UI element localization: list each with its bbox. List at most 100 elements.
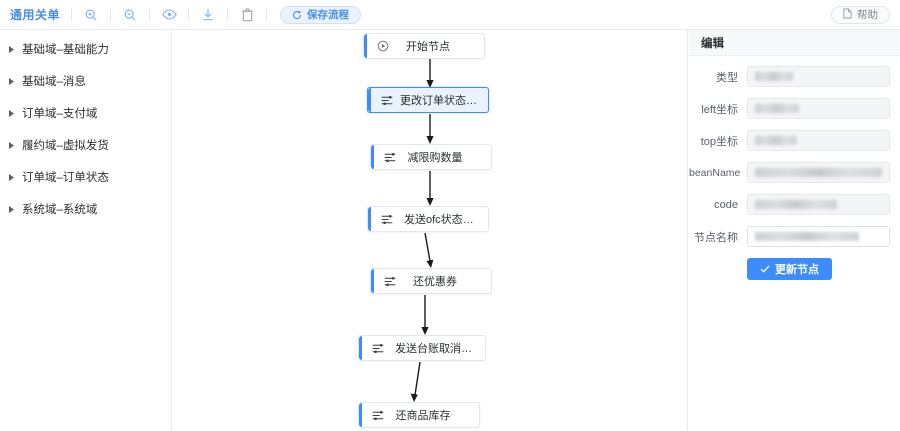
play-circle-icon	[372, 40, 394, 52]
left-coord-input[interactable]	[747, 98, 890, 119]
document-icon	[843, 8, 852, 22]
field-node-name: 节点名称	[689, 226, 890, 247]
download-icon[interactable]	[200, 7, 216, 23]
workflow-title: 通用关单	[10, 8, 61, 22]
sidebar-item-0[interactable]: 基础域–基础能力	[0, 38, 171, 60]
node-settings-icon	[376, 214, 398, 225]
flow-node-label: 开始节点	[406, 41, 450, 53]
sidebar-item-label: 系统域–系统域	[22, 204, 98, 216]
field-label: beanName	[689, 166, 741, 179]
sidebar-item-label: 基础域–消息	[22, 76, 86, 88]
category-sidebar: 基础域–基础能力 基础域–消息 订单域–支付域 履约域–虚拟发货 订单域–订单状…	[0, 30, 172, 431]
flow-node-label: 发送ofc状态消息	[404, 214, 485, 226]
node-name-input[interactable]	[747, 226, 890, 247]
redacted-value	[755, 232, 859, 241]
chevron-right-icon	[8, 45, 15, 54]
node-accent-bar	[364, 34, 367, 58]
field-bean-name: beanName	[689, 162, 890, 183]
flow-canvas[interactable]: 开始节点 更改订单状态为...	[172, 30, 688, 431]
flow-node-selected[interactable]: 更改订单状态为...	[367, 87, 489, 113]
flow-edge	[410, 361, 430, 403]
bean-name-input[interactable]	[747, 162, 890, 183]
top-coord-input[interactable]	[747, 130, 890, 151]
sidebar-item-3[interactable]: 履约域–虚拟发货	[0, 134, 171, 156]
flow-node-label: 更改订单状态为...	[400, 95, 487, 107]
flow-node-label: 还商品库存	[395, 410, 451, 422]
fit-view-icon[interactable]	[161, 7, 177, 23]
toolbar-divider	[188, 8, 190, 21]
top-toolbar: 通用关单	[0, 0, 900, 30]
zoom-in-icon[interactable]	[83, 7, 99, 23]
type-input[interactable]	[747, 66, 890, 87]
redacted-value	[755, 136, 797, 145]
toolbar-divider	[149, 8, 151, 21]
save-flow-button[interactable]: 保存流程	[280, 5, 362, 24]
node-settings-icon	[367, 410, 389, 421]
sidebar-item-4[interactable]: 订单域–订单状态	[0, 166, 171, 188]
chevron-right-icon	[8, 77, 15, 86]
flow-edge	[424, 114, 440, 145]
chevron-right-icon	[8, 109, 15, 118]
flow-node[interactable]: 发送ofc状态消息	[367, 206, 489, 232]
refresh-icon	[292, 10, 302, 20]
check-icon	[760, 265, 770, 273]
update-node-label: 更新节点	[775, 264, 819, 276]
flow-node[interactable]: 发送台账取消通知	[358, 335, 486, 361]
chevron-right-icon	[8, 173, 15, 182]
toolbar-divider	[266, 8, 268, 21]
sidebar-item-label: 履约域–虚拟发货	[22, 140, 109, 152]
save-flow-label: 保存流程	[307, 9, 350, 21]
flow-node-start[interactable]: 开始节点	[363, 33, 485, 59]
help-button[interactable]: 帮助	[831, 5, 890, 24]
flow-edge	[419, 295, 437, 336]
redacted-value	[755, 104, 799, 113]
sidebar-item-2[interactable]: 订单域–支付域	[0, 102, 171, 124]
sidebar-item-label: 订单域–支付域	[22, 108, 98, 120]
node-accent-bar	[371, 269, 374, 293]
node-settings-icon	[367, 343, 389, 354]
sidebar-item-label: 基础域–基础能力	[22, 44, 109, 56]
update-spacer	[689, 258, 747, 280]
field-label: 节点名称	[694, 231, 738, 244]
edit-panel: 编辑 类型 left坐标 top坐标 bean	[689, 30, 900, 431]
flow-node[interactable]: 还优惠券	[370, 268, 492, 294]
zoom-out-icon[interactable]	[122, 7, 138, 23]
field-label: top坐标	[700, 135, 738, 148]
field-label: 类型	[716, 71, 738, 84]
field-type: 类型	[689, 66, 890, 87]
flow-node[interactable]: 还商品库存	[358, 402, 480, 428]
sidebar-item-label: 订单域–订单状态	[22, 172, 109, 184]
flow-node-label: 还优惠券	[413, 276, 457, 288]
flow-edge	[424, 171, 440, 207]
field-label: left坐标	[701, 103, 738, 116]
code-input[interactable]	[747, 194, 890, 215]
delete-icon[interactable]	[239, 7, 255, 23]
chevron-right-icon	[8, 205, 15, 214]
field-code: code	[689, 194, 890, 215]
node-settings-icon	[379, 152, 401, 163]
field-left-coord: left坐标	[689, 98, 890, 119]
help-label: 帮助	[857, 9, 878, 21]
edit-panel-body: 类型 left坐标 top坐标 beanName	[689, 56, 900, 280]
redacted-value	[755, 168, 882, 177]
flow-node[interactable]: 减限购数量	[370, 144, 492, 170]
field-label: code	[714, 198, 738, 211]
update-row: 更新节点	[689, 258, 890, 280]
node-accent-bar	[368, 207, 371, 231]
node-accent-bar	[359, 403, 362, 427]
flow-node-label: 减限购数量	[407, 152, 463, 164]
node-settings-icon	[376, 95, 398, 106]
sidebar-item-1[interactable]: 基础域–消息	[0, 70, 171, 92]
edit-panel-title: 编辑	[689, 30, 900, 56]
toolbar-divider	[71, 8, 73, 21]
flow-edge	[421, 232, 439, 269]
flow-edge	[424, 59, 440, 89]
toolbar-divider	[227, 8, 229, 21]
chevron-right-icon	[8, 141, 15, 150]
field-top-coord: top坐标	[689, 130, 890, 151]
update-node-button[interactable]: 更新节点	[747, 258, 832, 280]
toolbar-divider	[110, 8, 112, 21]
sidebar-item-5[interactable]: 系统域–系统域	[0, 198, 171, 220]
redacted-value	[755, 200, 837, 209]
flow-node-label: 发送台账取消通知	[395, 343, 483, 355]
